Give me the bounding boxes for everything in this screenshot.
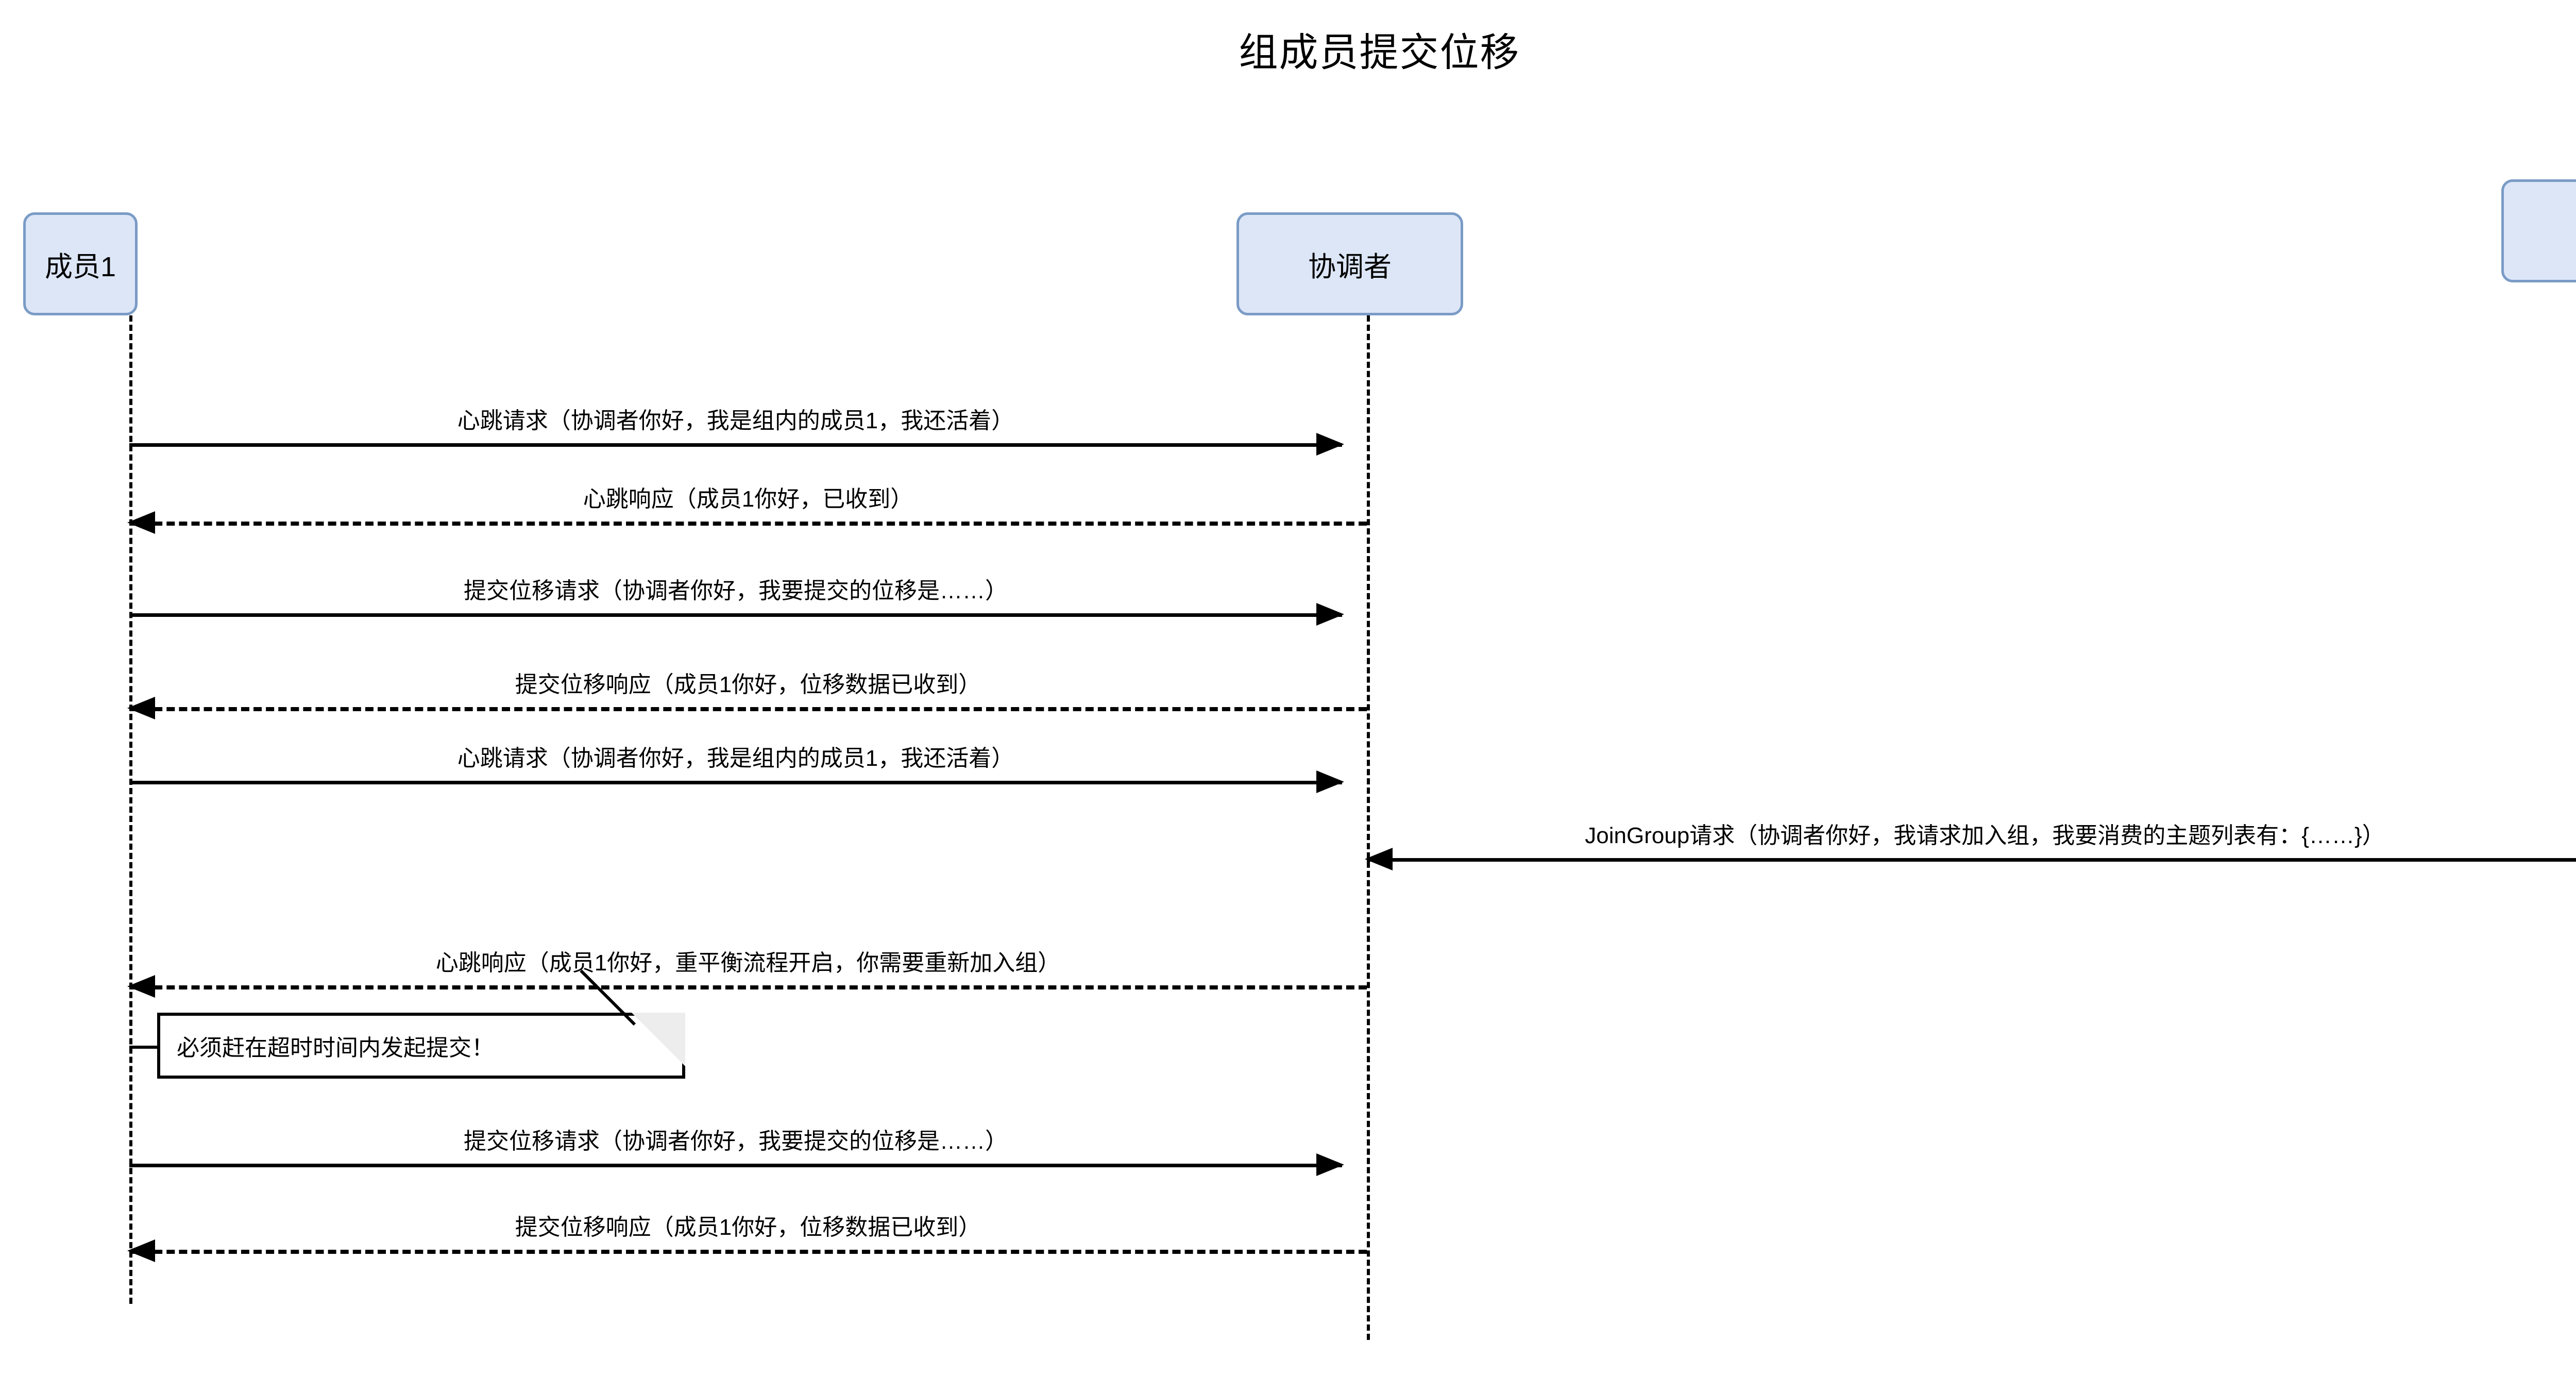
page-title: 组成员提交位移 [1239, 31, 1520, 75]
message-label: 心跳响应（成员1你好，重平衡流程开启，你需要重新加入组） [435, 950, 1061, 976]
message-line [129, 781, 1342, 784]
message-label: 心跳请求（协调者你好，我是组内的成员1，我还活着） [457, 408, 1014, 433]
note-fold-corner-icon [632, 1013, 685, 1066]
note-connector [129, 1046, 157, 1049]
message-line [129, 522, 1367, 526]
message-line [129, 1250, 1367, 1254]
participant-box[interactable]: 协调者 [1236, 212, 1463, 315]
message-line [1367, 858, 2576, 862]
message-line [129, 707, 1367, 711]
lifeline [129, 315, 132, 1304]
note-text: 必须赶在超时时间内发起提交！ [177, 1035, 494, 1061]
message-label: 心跳响应（成员1你好，已收到） [583, 486, 913, 512]
arrow-head-icon [127, 511, 155, 534]
lifeline [1367, 315, 1370, 1340]
participant-label: 协调者 [1308, 251, 1392, 282]
arrow-head-icon [1316, 1153, 1344, 1176]
arrow-head-icon [1365, 848, 1393, 870]
message-line [129, 985, 1367, 989]
note-box[interactable]: 必须赶在超时时间内发起提交！ [157, 969, 685, 1079]
arrow-head-icon [127, 697, 155, 719]
message-label: 提交位移响应（成员1你好，位移数据已收到） [515, 672, 981, 697]
arrow-head-icon [1316, 770, 1344, 793]
message-line [129, 1164, 1342, 1167]
message-line [129, 443, 1342, 447]
arrow-head-icon [1316, 603, 1344, 626]
note-fold-edge-icon [580, 969, 636, 1026]
arrow-head-icon [127, 1239, 155, 1262]
participant-box[interactable]: 成员1 [23, 212, 138, 315]
message-label: 心跳请求（协调者你好，我是组内的成员1，我还活着） [457, 746, 1014, 771]
message-line [129, 613, 1342, 617]
message-label: 提交位移请求（协调者你好，我要提交的位移是……） [464, 1129, 1008, 1154]
participant-box[interactable]: 成员2 [2501, 179, 2576, 282]
arrow-head-icon [1316, 433, 1344, 456]
message-label: 提交位移请求（协调者你好，我要提交的位移是……） [464, 578, 1008, 603]
message-label: 提交位移响应（成员1你好，位移数据已收到） [515, 1215, 981, 1240]
message-label: JoinGroup请求（协调者你好，我请求加入组，我要消费的主题列表有：{……}… [1585, 823, 2385, 848]
arrow-head-icon [127, 975, 155, 998]
participant-label: 成员1 [44, 251, 116, 282]
